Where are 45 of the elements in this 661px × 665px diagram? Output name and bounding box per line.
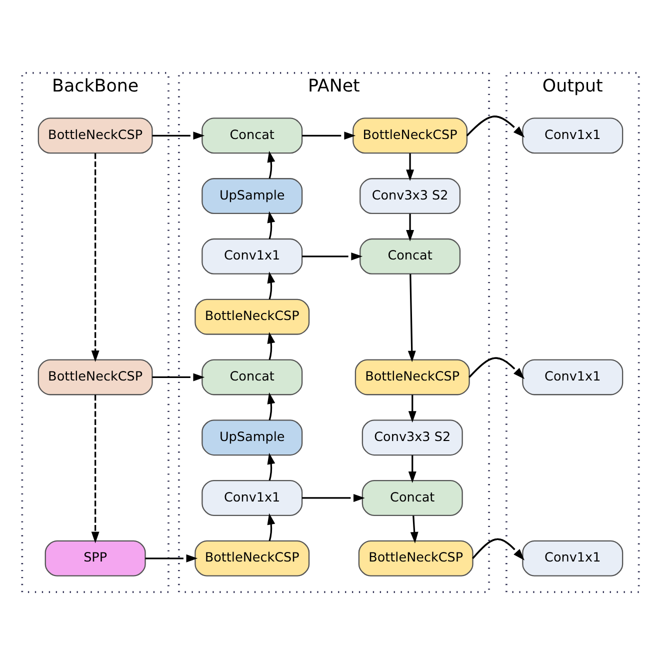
arrow (302, 494, 365, 502)
arrow (472, 538, 524, 560)
arrow (406, 214, 414, 242)
arrow (267, 452, 276, 481)
node-box: UpSample (202, 178, 303, 214)
node-box: Concat (202, 118, 303, 154)
arrow (410, 516, 418, 544)
arrow (408, 455, 416, 483)
node-box: BottleNeckCSP (352, 118, 468, 154)
node-box: Conv3x3 S2 (362, 420, 463, 456)
node-box: Concat (202, 359, 303, 396)
node-box: BottleNeckCSP (354, 359, 470, 396)
node-box: Conv1x1 (522, 359, 624, 396)
arrow (91, 153, 100, 362)
node-box: Conv1x1 (522, 540, 624, 576)
arrow (152, 373, 205, 382)
node-box: Concat (362, 480, 463, 516)
arrow (302, 132, 356, 140)
arrow (267, 150, 276, 179)
arrow (468, 357, 524, 379)
arrow (267, 392, 276, 420)
node-box: Conv1x1 (522, 118, 624, 154)
arrow (145, 554, 198, 562)
arrow (152, 132, 205, 140)
node-box: BottleNeckCSP (38, 359, 153, 396)
arrow (406, 153, 414, 181)
arrow (267, 211, 276, 240)
node-box: UpSample (202, 420, 303, 456)
arrow (91, 394, 100, 544)
arrow (466, 116, 524, 138)
arrow (408, 274, 416, 362)
arrow (267, 513, 276, 542)
node-box: Conv3x3 S2 (360, 178, 461, 214)
node-box: BottleNeckCSP (194, 540, 310, 576)
arrow (267, 332, 276, 360)
node-box: Conv1x1 (202, 238, 303, 274)
node-box: BottleNeckCSP (358, 540, 474, 576)
node-box: Conv1x1 (202, 480, 303, 516)
arrow (267, 272, 276, 300)
node-box: SPP (44, 540, 146, 576)
node-box: Concat (360, 238, 461, 274)
arrow (302, 252, 363, 260)
node-box: BottleNeckCSP (194, 298, 310, 335)
node-box: BottleNeckCSP (38, 118, 153, 154)
arrow (408, 394, 416, 423)
